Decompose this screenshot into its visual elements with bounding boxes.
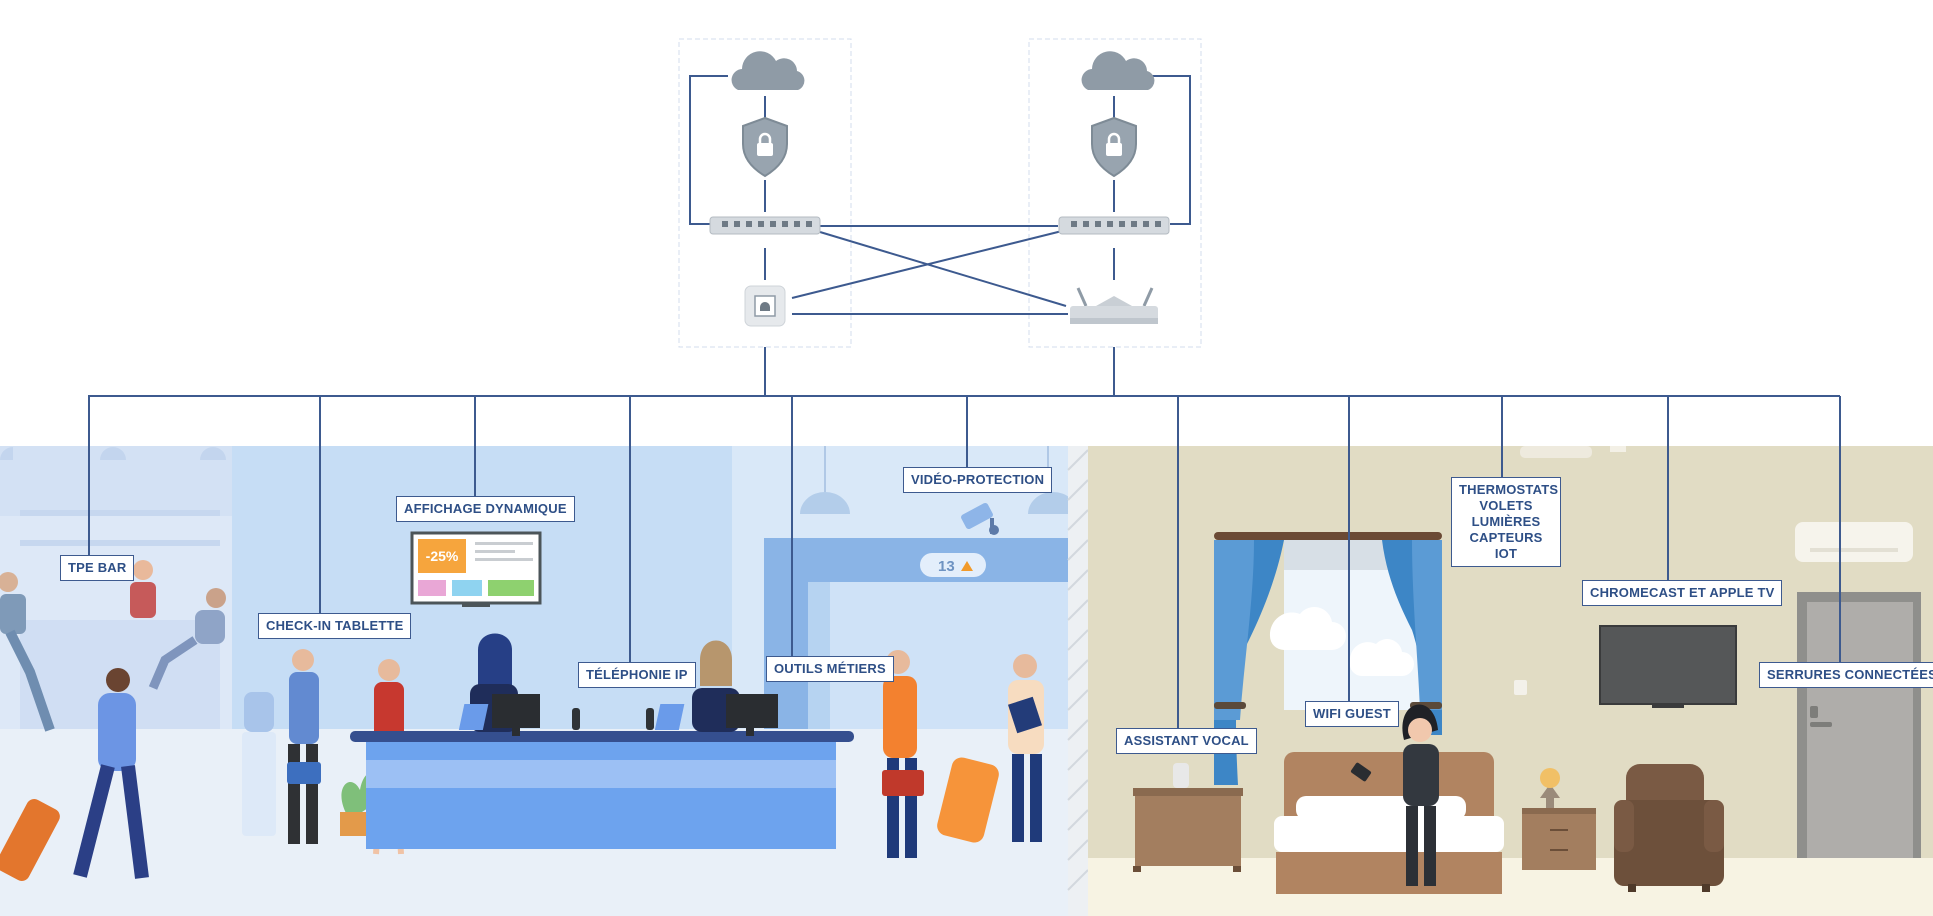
label-line-thermostats: THERMOSTATS: [1459, 482, 1559, 497]
label-line-capteurs-iot: CAPTEURS IOT: [1469, 530, 1543, 561]
cloud-window-decor: [1269, 606, 1414, 677]
shield-lock-icon: [1091, 116, 1137, 178]
security-camera-icon: [961, 502, 999, 535]
infra-links: [689, 75, 1191, 315]
label-tpe-bar: TPE BAR: [60, 555, 135, 581]
label-affichage-dynamique: AFFICHAGE DYNAMIQUE: [396, 496, 575, 522]
network-switch-icon: [709, 216, 821, 235]
label-wifi-guest: WIFI GUEST: [1305, 701, 1399, 727]
tv-screen: [1599, 625, 1737, 705]
label-assistant-vocal: ASSISTANT VOCAL: [1116, 728, 1257, 754]
label-check-in-tablette: CHECK-IN TABLETTE: [258, 613, 412, 639]
access-point-icon: [744, 285, 786, 327]
digital-signage: -25%: [410, 531, 542, 607]
label-serrures-connectees: SERRURES CONNECTÉES: [1759, 662, 1933, 688]
label-chromecast-apple-tv: CHROMECAST ET APPLE TV: [1582, 580, 1783, 606]
label-video-protection: VIDÉO-PROTECTION: [903, 467, 1053, 493]
label-thermostats-iot: THERMOSTATS VOLETS LUMIÈRES CAPTEURS IOT: [1451, 477, 1561, 567]
label-outils-metiers: OUTILS MÉTIERS: [766, 656, 894, 682]
label-telephonie-ip: TÉLÉPHONIE IP: [578, 662, 696, 688]
cloud-icon: [1081, 51, 1155, 90]
network-switch-icon: [1058, 216, 1170, 235]
elevator-floor: 13: [938, 558, 955, 575]
label-line-lumieres: LUMIÈRES: [1471, 514, 1541, 529]
distribution-bus: [88, 347, 1841, 730]
tablet-device: [458, 704, 489, 730]
shield-lock-icon: [742, 116, 788, 178]
room-scene: [1088, 446, 1933, 916]
people: [0, 560, 1439, 886]
wifi-router-icon: [1070, 287, 1158, 324]
cloud-icon: [731, 51, 805, 90]
label-line-volets: VOLETS: [1479, 498, 1533, 513]
promo-text: -25%: [426, 548, 459, 564]
